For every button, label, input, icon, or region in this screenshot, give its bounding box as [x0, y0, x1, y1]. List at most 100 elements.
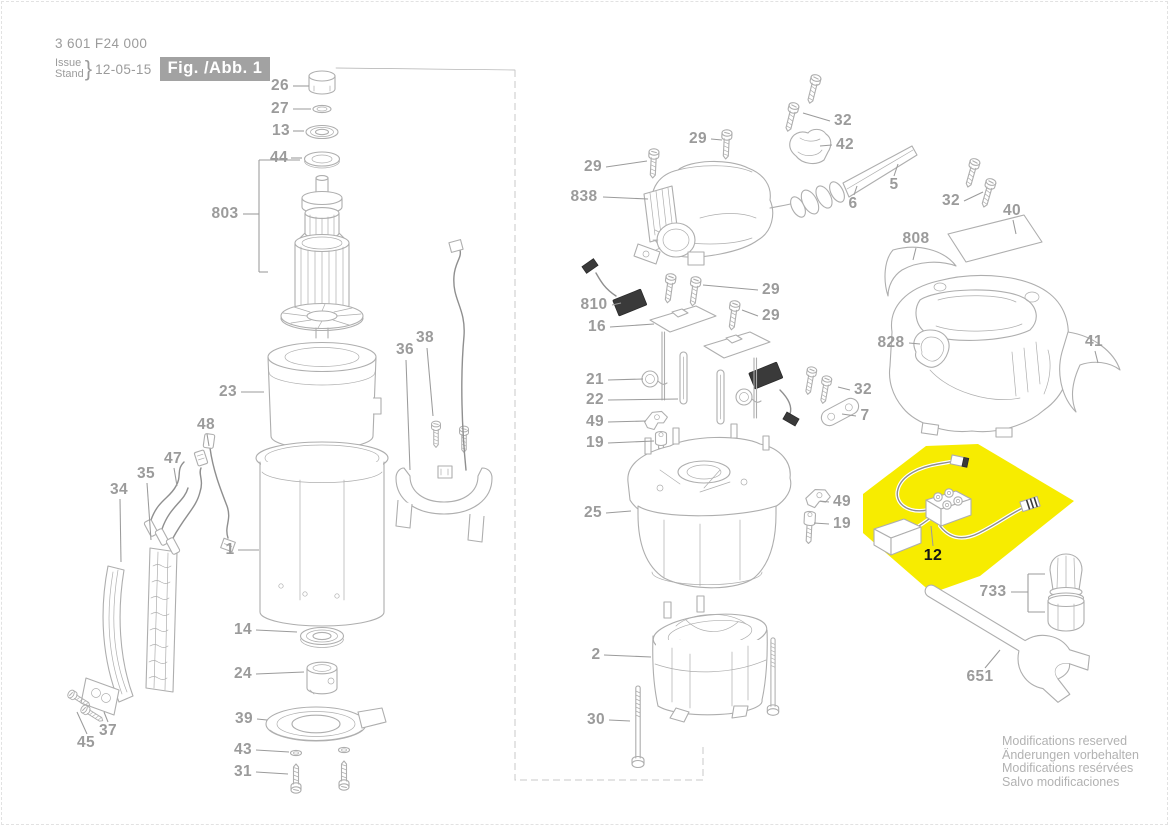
part-651-wrench	[924, 584, 1090, 703]
part-label-6: 6	[848, 195, 858, 212]
part-label-651: 651	[966, 668, 994, 685]
part-label-14: 14	[233, 621, 253, 638]
part-label-838: 838	[570, 188, 598, 205]
part-label-39: 39	[234, 710, 254, 727]
part-41-cover-strip	[1059, 331, 1121, 413]
part-26-cap-nut	[308, 70, 336, 95]
part-label-30: 30	[586, 711, 606, 728]
part-label-29: 29	[583, 158, 603, 175]
part-24-sleeve	[306, 661, 338, 695]
part-40-name-plate	[947, 214, 1043, 263]
part-733-collet-chuck	[1047, 553, 1085, 632]
note-line: Änderungen vorbehalten	[1002, 747, 1139, 762]
part-label-19: 19	[832, 515, 852, 532]
part-37-retainer-plate	[80, 677, 120, 716]
part-label-32: 32	[853, 381, 873, 398]
stand-label: Stand	[55, 68, 84, 80]
part-12-wiring-harness	[873, 454, 1041, 556]
part-label-36: 36	[395, 341, 415, 358]
note-line: Modifications reserved	[1002, 734, 1128, 748]
part-label-48: 48	[196, 416, 216, 433]
highlight-region[interactable]	[863, 444, 1074, 593]
part-16-brush-holders	[649, 305, 771, 419]
part-803-armature	[280, 175, 364, 339]
axis-lines	[335, 67, 704, 781]
part-838-switch-assembly	[633, 160, 795, 266]
part-label-42: 42	[835, 136, 855, 153]
part-label-803: 803	[211, 205, 239, 222]
part-25-gear-housing	[627, 423, 792, 589]
part-2-stator	[652, 595, 768, 723]
part-label-2: 2	[591, 646, 601, 663]
part-label-22: 22	[585, 391, 605, 408]
part-label-21: 21	[585, 371, 605, 388]
part-44-washer	[303, 151, 341, 169]
part-label-733: 733	[979, 583, 1007, 600]
part-23-housing-top	[267, 341, 382, 450]
part-label-29: 29	[761, 307, 781, 324]
part-label-45: 45	[76, 734, 96, 751]
part-label-40: 40	[1002, 202, 1022, 219]
part-22-guide-pins	[679, 351, 725, 425]
part-5-power-cord	[842, 145, 918, 198]
part-label-26: 26	[270, 77, 290, 94]
part-label-5: 5	[889, 176, 899, 193]
part-label-7: 7	[860, 407, 870, 424]
note-line: Modifications resérvées	[1002, 761, 1134, 775]
part-42-cord-clamp	[789, 128, 832, 165]
part-label-35: 35	[136, 465, 156, 482]
part-6-cord-protector	[790, 181, 845, 218]
part-31-screws	[290, 760, 350, 794]
part-828-motor-cover	[888, 274, 1070, 438]
part-label-41: 41	[1084, 333, 1104, 350]
modification-notes: Modifications reserved Änderungen vorbeh…	[1002, 734, 1139, 789]
part-label-808: 808	[902, 230, 930, 247]
part-label-43: 43	[233, 741, 253, 758]
part-1-motor-housing	[255, 441, 389, 627]
part-label-38: 38	[415, 329, 435, 346]
part-label-16: 16	[587, 318, 607, 335]
part-label-19: 19	[585, 434, 605, 451]
part-label-31: 31	[233, 763, 253, 780]
part-label-29: 29	[761, 281, 781, 298]
part-21-springs	[641, 370, 762, 406]
leader-lines	[76, 85, 1099, 775]
part-13-ball-bearing	[305, 124, 339, 140]
part-label-49: 49	[585, 413, 605, 430]
part-label-34: 34	[109, 481, 129, 498]
part-label-37: 37	[98, 722, 118, 739]
part-label-1: 1	[225, 541, 235, 558]
part-label-23: 23	[218, 383, 238, 400]
part-34-cover-strip	[102, 565, 134, 703]
part-label-24: 24	[233, 665, 253, 682]
part-808-cover-strip	[884, 246, 957, 297]
part-27-o-ring	[312, 104, 332, 114]
part-48-cable	[202, 433, 236, 553]
part-14-ball-bearing	[299, 626, 345, 648]
note-line: Salvo modificaciones	[1002, 774, 1120, 789]
part-label-25: 25	[583, 504, 603, 521]
part-label-810: 810	[580, 296, 608, 313]
part-7-spacer-block	[820, 397, 860, 427]
part-39-bearing-flange	[265, 706, 387, 742]
figure-badge: Fig. /Abb. 1	[159, 57, 271, 81]
part-label-47: 47	[163, 450, 183, 467]
part-810-carbon-brushes	[581, 258, 800, 427]
issue-date: 12-05-15	[95, 61, 152, 77]
part-47-connector-wires	[143, 449, 209, 555]
part-label-27: 27	[270, 100, 290, 117]
brace-glyph: }	[84, 56, 93, 81]
part-label-13: 13	[271, 122, 291, 139]
issue-label: Issue	[55, 56, 82, 69]
part-35-grid-strip	[145, 547, 178, 693]
part-label-828: 828	[877, 334, 905, 351]
bracket-wire	[448, 239, 467, 471]
part-36-support-ring	[395, 465, 493, 543]
part-label-44: 44	[269, 149, 289, 166]
part-label-29: 29	[688, 130, 708, 147]
part-label-32: 32	[941, 192, 961, 209]
part-label-49: 49	[832, 493, 852, 510]
part-label-12: 12	[923, 547, 943, 564]
